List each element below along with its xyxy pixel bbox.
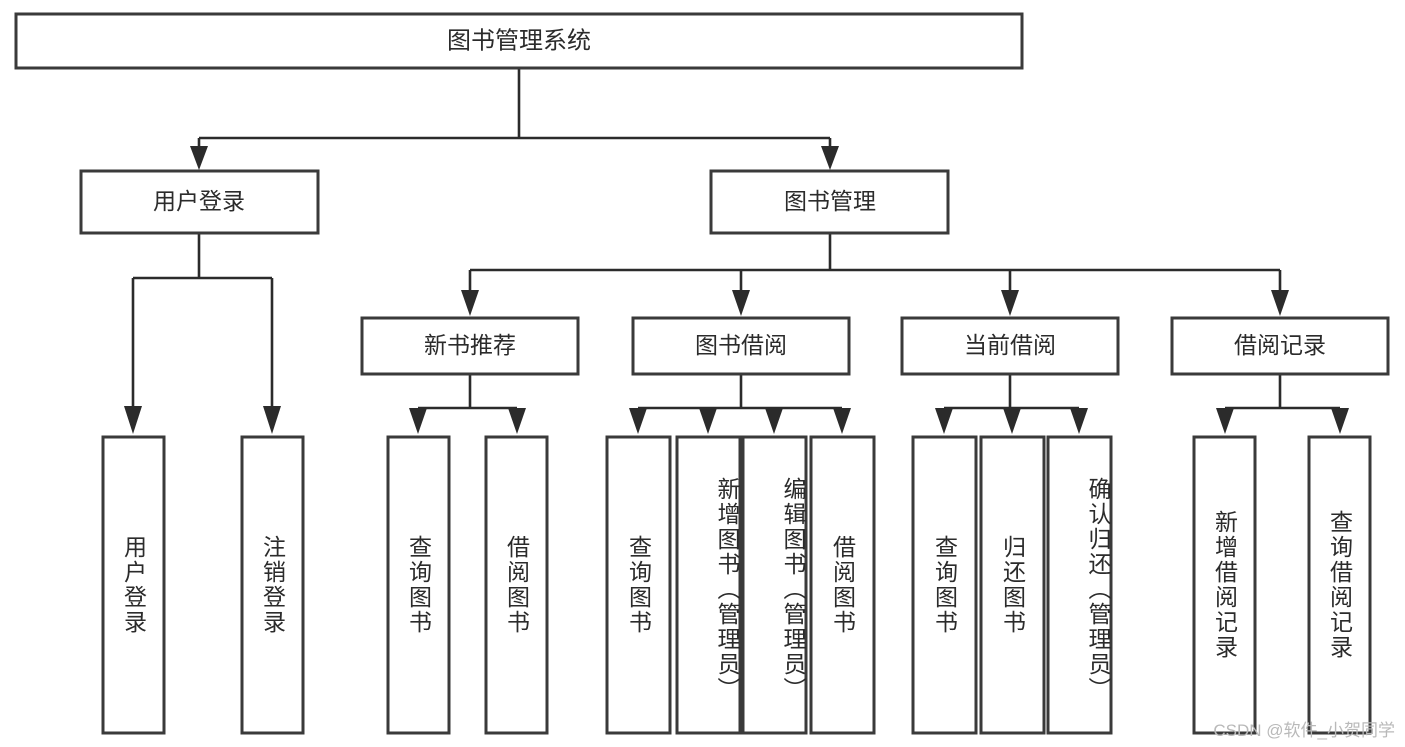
leaf-boxes — [101, 435, 1372, 735]
arrow-head-leaf-borrow-book-1 — [508, 408, 526, 434]
arrow-head-leaf-borrow-book-2 — [833, 408, 851, 434]
node-root[interactable]: 图书管理系统 — [14, 12, 1024, 70]
arrow-head-leaf-add-record — [1216, 408, 1234, 434]
leaf-box-query-record[interactable] — [1307, 435, 1372, 735]
arrow-head-user-login — [190, 146, 208, 170]
leaf-box-user-login[interactable] — [101, 435, 166, 735]
arrow-head-leaf-confirm-return — [1070, 408, 1088, 434]
node-current-borrow-box[interactable] — [900, 316, 1120, 376]
node-book-manage-box[interactable] — [709, 169, 950, 235]
leaf-box-add-book[interactable] — [675, 435, 742, 735]
arrow-head-leaf-query-book-2 — [629, 408, 647, 434]
node-borrow-record-box[interactable] — [1170, 316, 1390, 376]
leaf-box-edit-book[interactable] — [741, 435, 808, 735]
node-book-borrow[interactable]: 图书借阅 — [631, 316, 851, 376]
arrow-head-leaf-logout — [263, 406, 281, 434]
arrow-head-leaf-user-login — [124, 406, 142, 434]
node-user-login-box[interactable] — [79, 169, 320, 235]
leaf-box-query-book-2[interactable] — [605, 435, 672, 735]
leaf-box-return-book[interactable] — [979, 435, 1046, 735]
connector-group-root — [190, 68, 839, 170]
arrow-head-book-manage — [821, 146, 839, 170]
node-root-label: 图书管理系统 — [447, 27, 591, 54]
node-current-borrow[interactable]: 当前借阅 — [900, 316, 1120, 376]
arrow-head-leaf-add-book — [699, 408, 717, 434]
node-book-borrow-box[interactable] — [631, 316, 851, 376]
connector-group-current-borrow — [935, 374, 1088, 434]
node-new-book-rec[interactable]: 新书推荐 — [360, 316, 580, 376]
node-book-borrow-label: 图书借阅 — [695, 332, 787, 358]
leaf-box-logout-login[interactable] — [240, 435, 305, 735]
connector-group-borrow-record — [1216, 374, 1349, 434]
leaf-box-query-book-3[interactable] — [911, 435, 978, 735]
arrow-head-borrow-record — [1271, 290, 1289, 316]
node-root-box[interactable] — [14, 12, 1024, 70]
connector-group-book-manage — [461, 233, 1289, 316]
node-book-manage[interactable]: 图书管理 — [709, 169, 950, 235]
arrow-head-book-borrow — [732, 290, 750, 316]
connector-group-new-book-rec — [409, 374, 526, 434]
node-book-manage-label: 图书管理 — [784, 188, 876, 214]
arrow-head-leaf-query-book-3 — [935, 408, 953, 434]
arrow-head-leaf-query-book-1 — [409, 408, 427, 434]
node-current-borrow-label: 当前借阅 — [964, 332, 1056, 358]
leaf-box-confirm-return[interactable] — [1046, 435, 1113, 735]
arrow-head-current-borrow — [1001, 290, 1019, 316]
arrow-head-new-book-rec — [461, 290, 479, 316]
arrow-head-leaf-edit-book — [765, 408, 783, 434]
connector-group-user-login — [124, 233, 281, 434]
leaf-box-borrow-book-2[interactable] — [809, 435, 876, 735]
leaf-box-add-record[interactable] — [1192, 435, 1257, 735]
connector-group-book-borrow — [629, 374, 851, 434]
node-new-book-rec-label: 新书推荐 — [424, 332, 516, 358]
arrow-head-leaf-query-record — [1331, 408, 1349, 434]
node-user-login-label: 用户登录 — [153, 188, 245, 214]
arrow-head-leaf-return-book — [1003, 408, 1021, 434]
node-borrow-record-label: 借阅记录 — [1234, 332, 1326, 358]
leaf-box-borrow-book-1[interactable] — [484, 435, 549, 735]
leaf-box-query-book-1[interactable] — [386, 435, 451, 735]
node-user-login[interactable]: 用户登录 — [79, 169, 320, 235]
node-borrow-record[interactable]: 借阅记录 — [1170, 316, 1390, 376]
node-new-book-rec-box[interactable] — [360, 316, 580, 376]
